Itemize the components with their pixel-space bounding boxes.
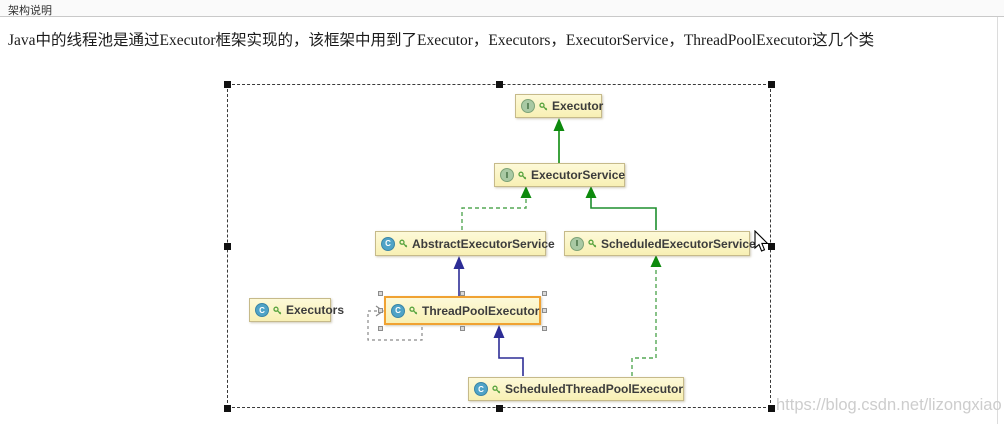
resize-handle-sw[interactable] [224,405,231,412]
interface-icon: I [521,99,535,113]
key-icon [399,239,408,248]
class-node-label: AbstractExecutorService [412,236,555,251]
key-icon [409,306,418,315]
content-right-border [997,17,998,424]
resize-handle-s[interactable] [496,405,503,412]
resize-handle-e[interactable] [768,243,775,250]
class-node-executor-service[interactable]: I ExecutorService [494,163,625,187]
intro-paragraph: Java中的线程池是通过Executor框架实现的，该框架中用到了Executo… [8,32,875,49]
node-selection-handle[interactable] [542,326,547,331]
interface-icon: I [500,168,514,182]
node-selection-handle[interactable] [460,291,465,296]
key-icon [273,306,282,314]
node-selection-handle[interactable] [378,326,383,331]
section-title: 架构说明 [8,5,52,17]
key-icon [518,171,527,179]
key-icon [492,385,501,393]
class-node-executors[interactable]: C Executors [249,298,344,322]
resize-handle-n[interactable] [496,81,503,88]
mouse-cursor-icon [754,230,769,252]
node-selection-handle[interactable] [378,291,383,296]
resize-handle-ne[interactable] [768,81,775,88]
class-icon: C [255,303,269,317]
watermark-text: https://blog.csdn.net/lizongxiao [776,396,1002,414]
class-node-label: ScheduledThreadPoolExecutor [505,382,684,396]
class-node-scheduled-executor-service[interactable]: I ScheduledExecutorService [564,231,756,256]
section-header-bar: 架构说明 [0,0,1004,17]
key-icon [539,102,548,110]
class-icon: C [391,303,405,318]
class-node-label: Executor [552,99,604,113]
class-node-label: ScheduledExecutorService [601,236,756,251]
node-selection-handle[interactable] [542,291,547,296]
class-node-abstract-executor-service[interactable]: C AbstractExecutorService [375,231,555,256]
class-node-label: Executors [286,303,345,317]
key-icon [588,239,597,248]
node-selection-handle[interactable] [378,308,383,313]
class-node-executor[interactable]: I Executor [515,94,604,118]
node-selection-handle[interactable] [542,308,547,313]
class-icon: C [381,236,395,251]
resize-handle-w[interactable] [224,243,231,250]
class-node-scheduled-thread-pool-executor[interactable]: C ScheduledThreadPoolExecutor [468,377,684,401]
class-icon: C [474,382,488,396]
node-selection-handle[interactable] [460,326,465,331]
interface-icon: I [570,236,584,251]
class-node-thread-pool-executor[interactable]: C ThreadPoolExecutor [384,296,541,325]
resize-handle-se[interactable] [768,405,775,412]
class-node-label: ExecutorService [531,168,626,182]
resize-handle-nw[interactable] [224,81,231,88]
class-node-label: ThreadPoolExecutor [422,303,540,318]
